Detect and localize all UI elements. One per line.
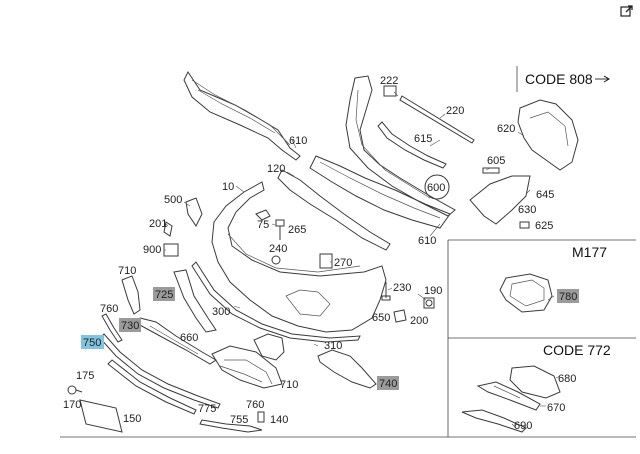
highlight-boxes [81, 287, 579, 390]
label-710a[interactable]: 710 [118, 265, 136, 277]
chrome-frame-740[interactable] [317, 349, 377, 389]
sensor-190[interactable] [423, 297, 435, 309]
trim-760b[interactable] [199, 419, 263, 433]
label-690[interactable]: 690 [514, 420, 532, 432]
label-605[interactable]: 605 [487, 155, 505, 167]
label-170[interactable]: 170 [63, 399, 81, 411]
trim-750[interactable] [99, 333, 221, 409]
label-750[interactable]: 750 [83, 337, 101, 349]
clip-201[interactable] [163, 221, 173, 237]
screw-265[interactable] [275, 219, 285, 240]
label-190[interactable]: 190 [424, 285, 442, 297]
label-270[interactable]: 270 [334, 257, 352, 269]
lip-300[interactable] [191, 261, 361, 343]
label-220[interactable]: 220 [446, 105, 464, 117]
label-265[interactable]: 265 [288, 224, 306, 236]
label-201[interactable]: 201 [149, 218, 167, 230]
label-230[interactable]: 230 [393, 282, 411, 294]
vent-710-left[interactable] [121, 275, 141, 315]
vent-725[interactable] [173, 269, 217, 333]
label-670[interactable]: 670 [547, 402, 565, 414]
label-725[interactable]: 725 [155, 289, 173, 301]
impact-absorber[interactable] [309, 155, 451, 229]
trim-670[interactable] [476, 381, 541, 411]
trim-780[interactable] [499, 273, 553, 313]
frame-680[interactable] [509, 365, 561, 399]
bracket-900[interactable] [163, 243, 179, 257]
label-680[interactable]: 680 [558, 373, 576, 385]
label-630[interactable]: 630 [518, 204, 536, 216]
upper-bracket-610[interactable] [183, 71, 301, 161]
label-710b[interactable]: 710 [280, 379, 298, 391]
screw-230[interactable] [381, 282, 391, 301]
part-75[interactable] [255, 209, 271, 221]
label-740[interactable]: 740 [379, 378, 397, 390]
label-175[interactable]: 175 [76, 370, 94, 382]
label-660[interactable]: 660 [180, 332, 198, 344]
label-645[interactable]: 645 [536, 189, 554, 201]
grille-730[interactable] [137, 317, 217, 365]
bracket-120[interactable] [277, 169, 391, 251]
code-808-label[interactable]: CODE 808 [525, 71, 593, 87]
label-310[interactable]: 310 [324, 340, 342, 352]
label-760b[interactable]: 760 [246, 399, 264, 411]
label-222[interactable]: 222 [380, 75, 398, 87]
label-500[interactable]: 500 [164, 194, 182, 206]
label-300[interactable]: 300 [212, 306, 230, 318]
label-240[interactable]: 240 [269, 243, 287, 255]
fog-frame-310[interactable] [253, 333, 285, 361]
label-140[interactable]: 140 [270, 414, 288, 426]
label-75[interactable]: 75 [257, 219, 269, 231]
clip-625[interactable] [519, 221, 530, 229]
label-625[interactable]: 625 [535, 220, 553, 232]
label-780[interactable]: 780 [559, 291, 577, 303]
diagram-frame [60, 239, 636, 438]
label-900[interactable]: 900 [143, 244, 161, 256]
label-610b[interactable]: 610 [418, 235, 436, 247]
screw-240[interactable] [271, 255, 281, 265]
label-615[interactable]: 615 [414, 133, 432, 145]
trim-690[interactable] [461, 409, 527, 433]
screw-170[interactable] [67, 385, 83, 395]
label-600[interactable]: 600 [427, 182, 445, 194]
label-10[interactable]: 10 [222, 181, 234, 193]
part-650[interactable] [393, 309, 407, 323]
label-755[interactable]: 755 [230, 414, 248, 426]
code-772-label[interactable]: CODE 772 [543, 342, 611, 358]
label-120[interactable]: 120 [267, 163, 285, 175]
label-200[interactable]: 200 [410, 315, 428, 327]
screw-140[interactable] [257, 411, 265, 423]
label-760a[interactable]: 760 [100, 303, 118, 315]
side-bracket-630[interactable] [469, 175, 531, 225]
label-610a[interactable]: 610 [289, 135, 307, 147]
leader-lines [164, 91, 561, 429]
external-link-icon[interactable] [620, 4, 634, 18]
trim-strip-220[interactable] [399, 95, 475, 144]
clip-605[interactable] [482, 167, 500, 174]
grille-660[interactable] [211, 345, 283, 389]
callout-600[interactable] [424, 174, 450, 200]
license-plate-150[interactable] [79, 399, 123, 433]
code-808-box[interactable]: CODE 808 [516, 66, 610, 92]
label-650[interactable]: 650 [372, 312, 390, 324]
upper-crossmember[interactable] [345, 75, 456, 217]
part-270[interactable] [319, 253, 333, 269]
grille-strip-615[interactable] [377, 121, 447, 169]
label-150[interactable]: 150 [123, 413, 141, 425]
bumper-cover-10[interactable] [211, 181, 387, 333]
part-labels: 610 222 220 615 620 605 600 645 630 625 … [63, 75, 577, 432]
m177-label[interactable]: M177 [572, 244, 607, 260]
clip-222[interactable] [383, 85, 397, 97]
side-bracket-620[interactable] [517, 99, 579, 171]
label-775[interactable]: 775 [198, 403, 216, 415]
trim-775[interactable] [107, 359, 197, 415]
label-620[interactable]: 620 [497, 123, 515, 135]
bracket-500[interactable] [185, 197, 203, 227]
trim-760[interactable] [101, 313, 123, 343]
label-730[interactable]: 730 [121, 320, 139, 332]
